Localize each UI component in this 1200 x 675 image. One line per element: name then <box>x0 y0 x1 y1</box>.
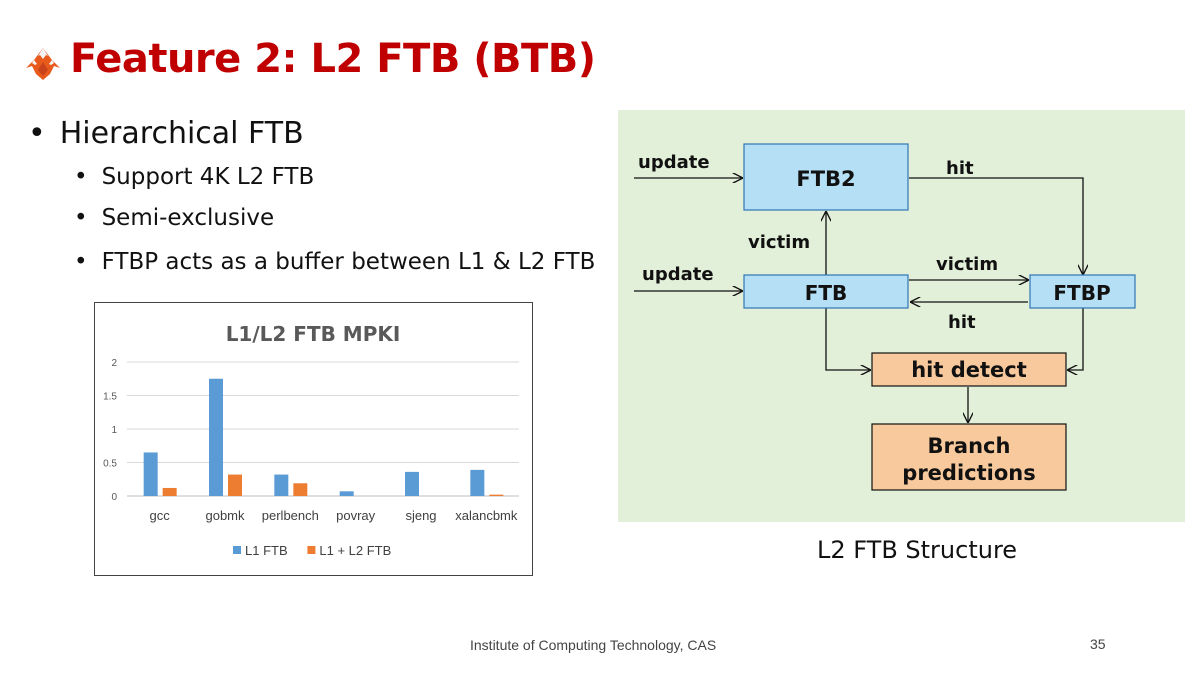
ftb-label: FTB <box>805 281 848 305</box>
branch-predictions-box <box>871 423 1067 491</box>
footer-institute: Institute of Computing Technology, CAS <box>470 637 717 653</box>
y-tick-label: 2 <box>111 358 117 369</box>
mpki-chart-svg: L1/L2 FTB MPKI 0 0.5 1 1.5 2 gcc gobmk perlben… <box>103 322 519 558</box>
x-tick-label: povray <box>336 508 376 523</box>
bar-perlbench-l1 <box>274 474 289 496</box>
ftbp-to-hit-detect-arrow <box>1068 308 1084 370</box>
victim-label-mid: victim <box>936 254 998 275</box>
bullet-dot: • <box>28 116 46 151</box>
bullet-sub-1: • Support 4K L2 FTB <box>74 164 314 190</box>
slide-title: Feature 2: L2 FTB (BTB) <box>70 36 596 82</box>
bar-gcc-l1-l2 <box>162 487 177 496</box>
ftb-structure-diagram: FTB2 FTB FTBP hit detect Branch predicti… <box>618 110 1185 522</box>
ftb-structure-svg: FTB2 FTB FTBP hit detect Branch predicti… <box>634 143 1136 491</box>
bullet-sub-text: FTBP acts as a buffer between L1 & L2 FT… <box>101 249 596 275</box>
mpki-chart: L1/L2 FTB MPKI 0 0.5 1 1.5 2 gcc gobmk perlben… <box>94 302 533 576</box>
ftbp-label: FTBP <box>1053 281 1110 305</box>
y-tick-label: 1.5 <box>103 392 117 403</box>
legend-swatch <box>233 546 241 554</box>
bullet-dot: • <box>74 164 88 190</box>
hit-detect-box <box>871 352 1067 387</box>
ftb2-label: FTB2 <box>796 167 855 191</box>
branch-label-line1: Branch <box>928 434 1011 458</box>
x-tick-label: xalancbmk <box>455 508 518 523</box>
bullet-main: • Hierarchical FTB <box>28 116 304 151</box>
x-tick-label: gobmk <box>205 508 245 523</box>
page-number: 35 <box>1090 636 1106 652</box>
bullet-dot: • <box>74 249 88 275</box>
x-tick-label: perlbench <box>262 508 319 523</box>
update-label-mid: update <box>642 264 714 285</box>
hit-label-top: hit <box>946 158 974 179</box>
y-tick-label: 0.5 <box>103 459 117 470</box>
victim-label-left: victim <box>748 232 810 253</box>
bar-xalancbmk-l1-l2 <box>489 494 504 496</box>
bullet-dot: • <box>74 205 88 231</box>
bar-sjeng-l1 <box>405 471 419 496</box>
bullet-sub-3: • FTBP acts as a buffer between L1 & L2 F… <box>74 249 595 275</box>
bar-gobmk-l1-l2 <box>228 474 242 496</box>
bullet-sub-2: • Semi-exclusive <box>74 205 274 231</box>
ftb-to-hit-detect-arrow <box>825 308 870 370</box>
chart-title: L1/L2 FTB MPKI <box>226 322 401 346</box>
bullet-sub-text: Semi-exclusive <box>101 205 275 231</box>
ftb-box <box>743 274 909 309</box>
bar-gcc-l1 <box>143 452 158 496</box>
hit-arrow-ftb2-to-ftbp <box>909 177 1083 274</box>
bar-perlbench-l1-l2 <box>293 483 308 496</box>
x-tick-label: sjeng <box>405 508 436 523</box>
hit-label-mid: hit <box>948 312 976 333</box>
diagram-caption: L2 FTB Structure <box>817 536 1018 564</box>
x-tick-label: gcc <box>150 508 171 523</box>
legend-swatch <box>307 546 316 554</box>
ftbp-box <box>1029 274 1136 309</box>
bar-gobmk-l1 <box>209 378 223 496</box>
y-tick-label: 1 <box>111 425 117 436</box>
hit-detect-label: hit detect <box>911 358 1027 382</box>
bar-povray-l1 <box>339 491 354 496</box>
legend-label: L1 FTB <box>245 543 288 558</box>
y-tick-label: 0 <box>111 492 117 503</box>
bar-xalancbmk-l1 <box>470 469 485 496</box>
update-label-top: update <box>638 152 710 173</box>
bullet-main-text: Hierarchical FTB <box>59 116 304 151</box>
mountain-logo-icon <box>26 48 60 80</box>
branch-label-line2: predictions <box>902 461 1035 485</box>
bullet-sub-text: Support 4K L2 FTB <box>101 164 315 190</box>
ftb2-box <box>743 143 909 211</box>
legend-label: L1 + L2 FTB <box>319 543 391 558</box>
